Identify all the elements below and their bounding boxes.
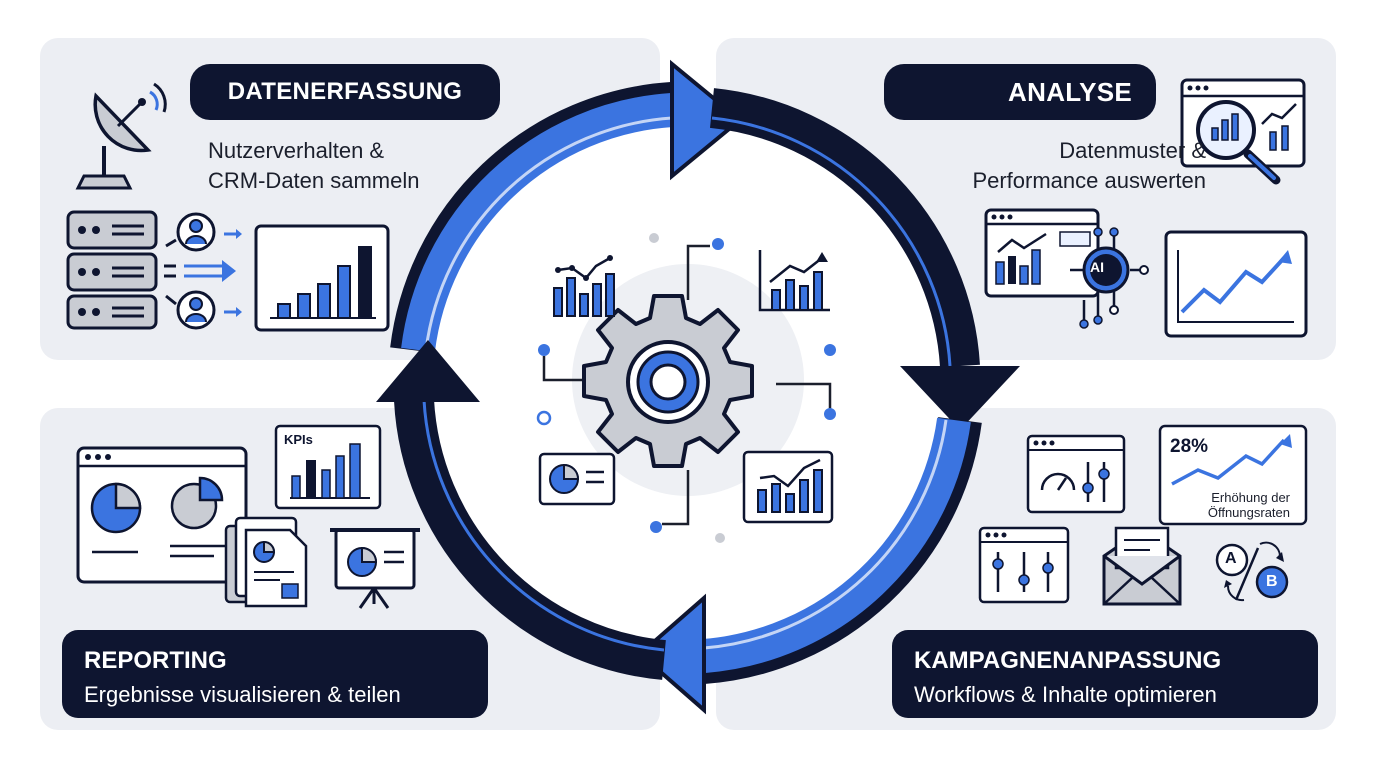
stage-desc-data-collection: Nutzerverhalten & CRM-Daten sammeln: [208, 136, 420, 196]
kpi-card-icon: [274, 424, 382, 510]
stage-title-data-collection: DATENERFASSUNG: [190, 64, 500, 120]
stage-title-analysis: ANALYSE: [884, 64, 1156, 120]
bar-line-chart-icon: [553, 255, 615, 317]
rate-chart-card-icon: [1158, 424, 1308, 526]
desc-line: Nutzerverhalten &: [208, 138, 385, 163]
magnifier-chart-icon: [1180, 78, 1306, 185]
trend-line-card-icon: [1164, 230, 1308, 338]
stage-desc-campaign: Workflows & Inhalte optimieren: [914, 682, 1217, 707]
kpi-label: KPIs: [284, 432, 313, 447]
stage-title-reporting: REPORTING: [84, 647, 227, 674]
rate-caption-line: Öffnungsraten: [1207, 505, 1290, 520]
ab-label-b: B: [1266, 573, 1278, 590]
stage-box-campaign: KAMPAGNENANPASSUNG Workflows & Inhalte o…: [892, 630, 1318, 718]
pie-card-icon: [538, 452, 616, 506]
ai-chip-label: AI: [1090, 259, 1104, 275]
user-flow-icon: [164, 212, 242, 330]
ai-dashboard-icon: [984, 208, 1149, 329]
documents-icon: [224, 516, 308, 608]
satellite-dish-icon: [75, 82, 167, 190]
center-hub: [536, 233, 836, 543]
server-stack-icon: [66, 210, 158, 330]
growth-chart-icon: [758, 250, 830, 312]
bar-line-card-icon: [742, 450, 834, 524]
arrow-reporting-to-collect: [394, 398, 666, 680]
arrow-analyse-to-campaign: [709, 88, 980, 368]
desc-line: Datenmuster &: [1059, 138, 1206, 163]
bar-chart-card-icon: [254, 224, 390, 332]
envelope-icon: [1102, 526, 1182, 606]
sliders-window-icon: [978, 526, 1070, 604]
rate-caption-line: Erhöhung der: [1211, 490, 1290, 505]
ab-label-a: A: [1225, 550, 1237, 567]
stage-box-reporting: REPORTING Ergebnisse visualisieren & tei…: [62, 630, 488, 718]
ab-test-icon: [1215, 541, 1289, 602]
presentation-board-icon: [330, 528, 420, 609]
stage-title-campaign: KAMPAGNENANPASSUNG: [914, 647, 1222, 674]
desc-line: CRM-Daten sammeln: [208, 168, 420, 193]
report-dashboard-icon: [76, 446, 248, 584]
stage-desc-reporting: Ergebnisse visualisieren & teilen: [84, 682, 401, 707]
stage-desc-analysis: Datenmuster & Performance auswerten: [900, 136, 1206, 196]
speed-dashboard-icon: [1026, 434, 1126, 514]
desc-line: Performance auswerten: [972, 168, 1206, 193]
rate-value: 28%: [1170, 436, 1209, 457]
gear-icon: [582, 294, 754, 468]
